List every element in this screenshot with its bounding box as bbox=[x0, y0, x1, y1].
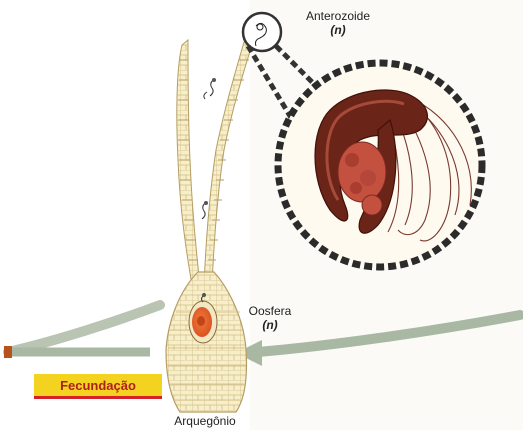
oosphere-ploidy: (n) bbox=[240, 318, 300, 332]
archegonium-neck-right bbox=[204, 42, 252, 285]
antherozoid-label: Anterozoide (n) bbox=[290, 9, 386, 37]
oosphere-label: Oosfera (n) bbox=[240, 304, 300, 332]
antherozoid-ploidy: (n) bbox=[290, 23, 386, 37]
left-arrow bbox=[4, 305, 160, 358]
archegonium-label: Arquegônio bbox=[150, 414, 260, 428]
archegonium-neck-left bbox=[177, 40, 200, 285]
antherozoid-name: Anterozoide bbox=[290, 9, 386, 23]
oosphere bbox=[189, 301, 217, 343]
oosphere-nucleus bbox=[197, 316, 205, 326]
fecundation-tag: Fecundação bbox=[34, 374, 162, 399]
oosphere-name: Oosfera bbox=[240, 304, 300, 318]
inset-circle bbox=[243, 13, 281, 51]
fecundation-label: Fecundação bbox=[34, 378, 162, 393]
